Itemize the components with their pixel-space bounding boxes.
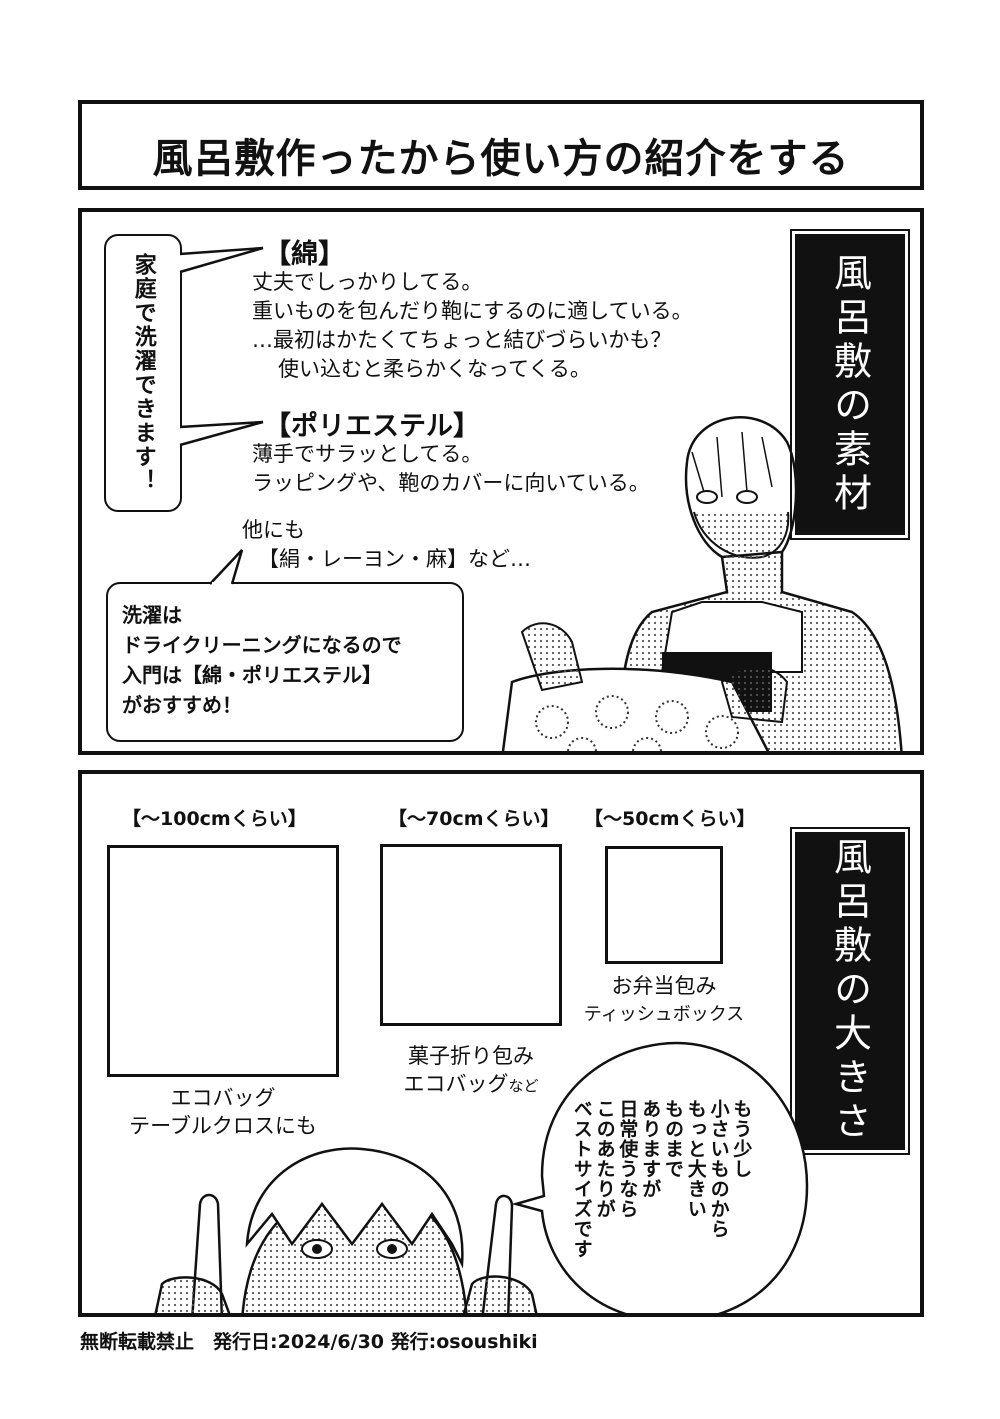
size-label-50: 【～50cmくらい】 bbox=[584, 808, 756, 830]
bubble-tails-left bbox=[175, 246, 264, 447]
laundry-line-2: ドライクリーニングになるので bbox=[122, 633, 402, 657]
speech-line-2: 小さいものから bbox=[707, 1099, 730, 1239]
speech-bubble-shape bbox=[511, 1041, 809, 1313]
speech-line-4: ものまで bbox=[661, 1099, 684, 1179]
cotton-line-3: …最初はかたくてちょっと結びづらいかも？ bbox=[252, 328, 672, 352]
laundry-bubble: 洗濯は ドライクリーニングになるので 入門は【綿・ポリエステル】 がおすすめ！ bbox=[106, 582, 464, 742]
size-square-50 bbox=[605, 846, 723, 964]
others-line-2: 【絹・レーヨン・麻】など… bbox=[258, 547, 531, 571]
size-caption-70-2-main: エコバッグ bbox=[403, 1072, 509, 1096]
title-frame: 風呂敷作ったから使い方の紹介をする bbox=[78, 100, 924, 190]
polyester-line-1: 薄手でサラッとしてる。 bbox=[252, 442, 483, 466]
size-caption-50-1: お弁当包み bbox=[611, 974, 717, 998]
laundry-line-4: がおすすめ！ bbox=[122, 693, 242, 717]
size-caption-70-1: 菓子折り包み bbox=[408, 1044, 534, 1068]
size-caption-100-2: テーブルクロスにも bbox=[129, 1114, 317, 1138]
panel-sizes: 風呂敷の大きさ 【～100cmくらい】 エコバッグ テーブルクロスにも 【～70… bbox=[78, 770, 924, 1317]
size-caption-50-2: ティッシュボックス bbox=[583, 1004, 745, 1025]
size-caption-70-2: エコバッグなど bbox=[380, 1068, 562, 1098]
size-square-100 bbox=[107, 845, 339, 1077]
washable-text: 家庭で洗濯できます！ bbox=[130, 253, 156, 493]
cotton-line-1: 丈夫でしっかりしてる。 bbox=[252, 270, 483, 294]
speech-line-6: 日常使うなら bbox=[616, 1099, 639, 1219]
panel-materials: 風呂敷の素材 家庭で洗濯できます！ 【綿】 丈夫でしっかりしてる。 重いものを包… bbox=[78, 208, 924, 755]
size-square-70 bbox=[380, 844, 562, 1026]
size-caption-100-1: エコバッグ bbox=[170, 1086, 276, 1110]
polyester-line-2: ラッピングや、鞄のカバーに向いている。 bbox=[252, 471, 650, 495]
speech-line-3: もっと大きい bbox=[684, 1099, 707, 1219]
materials-side-title: 風呂敷の素材 bbox=[790, 229, 910, 540]
polyester-heading: 【ポリエステル】 bbox=[264, 411, 480, 442]
size-label-100: 【～100cmくらい】 bbox=[122, 808, 307, 830]
laundry-line-3: 入門は【綿・ポリエステル】 bbox=[122, 663, 382, 687]
speech-line-5: ありますが bbox=[639, 1099, 662, 1199]
cotton-line-2: 重いものを包んだり鞄にするのに適している。 bbox=[252, 299, 693, 323]
speech-line-1: もう少し bbox=[730, 1099, 753, 1179]
size-caption-70-2-small: など bbox=[508, 1077, 539, 1095]
page-title: 風呂敷作ったから使い方の紹介をする bbox=[152, 136, 850, 182]
laundry-line-1: 洗濯は bbox=[122, 603, 182, 627]
others-line-1: 他にも bbox=[242, 518, 305, 542]
cotton-line-4: 使い込むと柔らかくなってくる。 bbox=[278, 357, 591, 381]
footer-credits: 無断転載禁止 発行日:2024/6/30 発行:osoushiki bbox=[80, 1331, 538, 1353]
laundry-bubble-tail bbox=[209, 549, 244, 588]
speech-line-8: ベストサイズです bbox=[570, 1099, 593, 1259]
cotton-heading: 【綿】 bbox=[264, 239, 345, 270]
speech-line-7: このあたりが bbox=[593, 1099, 616, 1219]
washable-bubble: 家庭で洗濯できます！ bbox=[104, 234, 182, 512]
speech-bubble-text: もう少し 小さいものから もっと大きい ものまで ありますが 日常使うなら この… bbox=[570, 1099, 753, 1309]
size-label-70: 【～70cmくらい】 bbox=[388, 808, 560, 830]
character-illustration-1 bbox=[501, 416, 903, 751]
character-illustration-2 bbox=[154, 1147, 538, 1313]
sizes-side-title: 風呂敷の大きさ bbox=[790, 827, 910, 1155]
